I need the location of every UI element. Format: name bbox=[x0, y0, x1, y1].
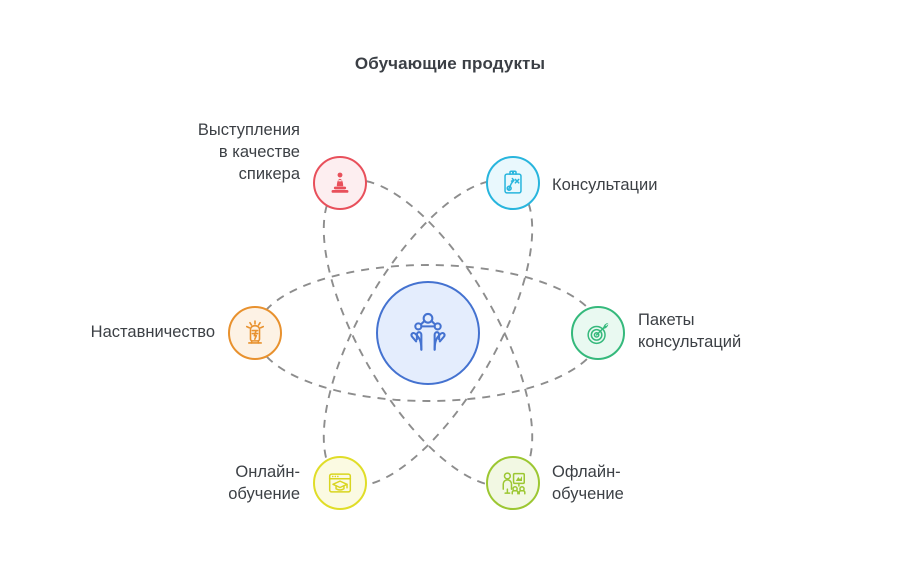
raised-fist-idea-icon bbox=[240, 318, 270, 348]
podium-speaker-icon bbox=[325, 168, 355, 198]
clipboard-strategy-icon bbox=[498, 168, 528, 198]
node-label-offline-learning: Офлайн- обучение bbox=[552, 463, 624, 503]
node-label-speaker: Выступления в качестве спикера bbox=[197, 121, 300, 183]
node-online-learning[interactable] bbox=[313, 456, 367, 510]
browser-graduation-cap-icon bbox=[325, 468, 355, 498]
node-label-consultations: Консультации bbox=[552, 176, 658, 194]
hub-node-learning-products[interactable] bbox=[376, 281, 480, 385]
target-dart-icon bbox=[583, 318, 613, 348]
node-label-mentoring: Наставничество bbox=[90, 323, 215, 341]
node-consultations[interactable] bbox=[486, 156, 540, 210]
node-mentoring[interactable] bbox=[228, 306, 282, 360]
node-label-packages: Пакеты консультаций bbox=[638, 311, 742, 351]
node-offline-learning[interactable] bbox=[486, 456, 540, 510]
page-title: Обучающие продукты bbox=[354, 54, 546, 73]
node-label-online-learning: Онлайн- обучение bbox=[228, 463, 300, 503]
classroom-presenter-icon bbox=[498, 468, 528, 498]
node-packages[interactable] bbox=[571, 306, 625, 360]
hands-holding-network-icon bbox=[399, 302, 457, 365]
node-speaker[interactable] bbox=[313, 156, 367, 210]
